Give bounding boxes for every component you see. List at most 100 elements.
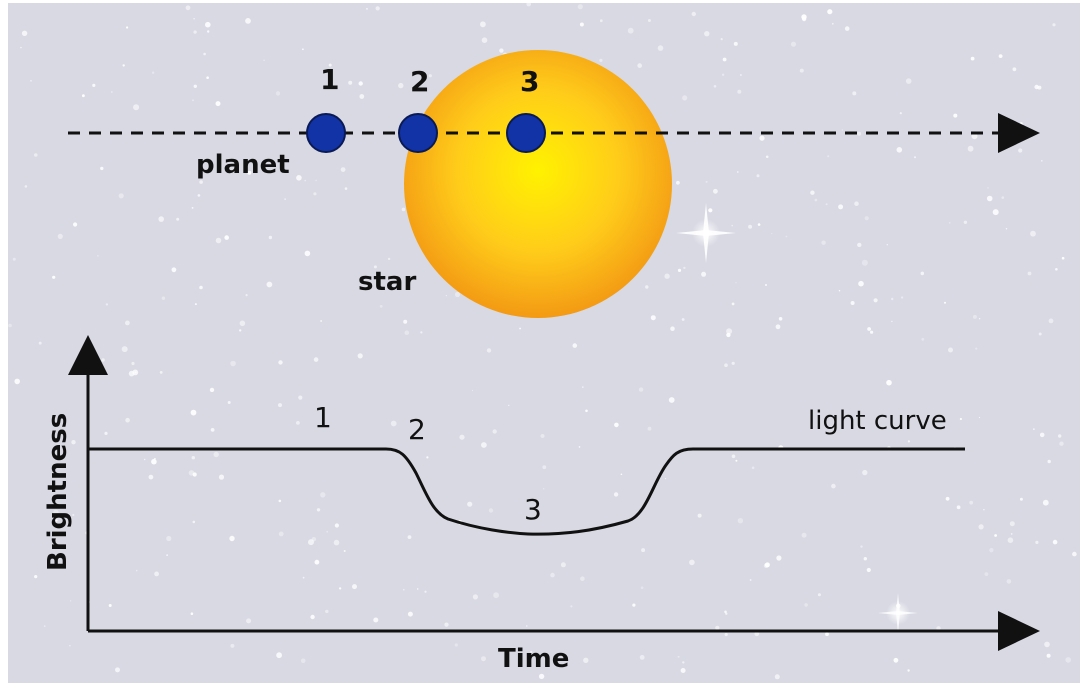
speckle [572, 343, 578, 348]
speckle [229, 535, 235, 542]
planet-position-1 [306, 113, 346, 153]
speckle [185, 5, 191, 11]
speckle [740, 74, 742, 76]
speckle [205, 21, 211, 28]
speckle [302, 48, 304, 51]
speckle [227, 401, 231, 404]
speckle [731, 454, 736, 459]
speckle [404, 330, 410, 336]
speckle [749, 579, 752, 581]
speckle [756, 174, 760, 178]
speckle [304, 179, 307, 182]
speckle [230, 643, 235, 648]
speckle [799, 68, 804, 73]
speckle [171, 267, 177, 273]
x-axis-arrowhead [998, 611, 1040, 651]
speckle [765, 284, 767, 286]
speckle [841, 129, 844, 131]
speckle [583, 657, 589, 663]
speckle [278, 360, 283, 365]
speckle [373, 265, 377, 269]
speckle [105, 303, 109, 306]
speckle [197, 194, 201, 197]
speckle [891, 297, 894, 301]
speckle [1072, 551, 1077, 557]
speckle [445, 295, 447, 297]
speckle [92, 83, 96, 87]
speckle [735, 282, 737, 284]
speckle [308, 539, 314, 546]
speckle [526, 625, 528, 627]
speckle [677, 655, 680, 658]
speckle [526, 3, 531, 7]
speckle [126, 26, 129, 29]
speckle [708, 208, 713, 213]
speckle [978, 524, 984, 530]
speckle [1019, 497, 1023, 501]
speckle [705, 180, 708, 183]
speckle [192, 520, 196, 524]
light-curve-label: light curve [808, 406, 947, 436]
speckle [838, 204, 844, 210]
speckle [333, 539, 340, 546]
speckle [983, 509, 985, 511]
speckle [133, 104, 140, 111]
speckle [975, 347, 978, 350]
speckle [366, 8, 368, 10]
speckle [992, 209, 999, 216]
speckle [12, 257, 16, 261]
light-curve-point-3-label: 3 [524, 493, 542, 526]
speckle [454, 291, 461, 298]
speckle [14, 378, 20, 385]
speckle [790, 41, 797, 47]
speckle [645, 285, 649, 289]
speckle [403, 588, 405, 591]
speckle [825, 203, 828, 206]
speckle [210, 428, 215, 432]
speckle [454, 643, 458, 647]
speckle [193, 30, 197, 34]
speckle [304, 250, 311, 257]
speckle [921, 337, 925, 341]
speckle [481, 442, 487, 448]
speckle [34, 153, 38, 157]
speckle [907, 440, 911, 443]
speckle [125, 320, 130, 326]
speckle [825, 632, 829, 637]
speckle [191, 456, 195, 460]
speckle [677, 268, 682, 272]
speckle [481, 656, 486, 662]
speckle [21, 30, 28, 36]
speckle [578, 446, 581, 448]
speckle [313, 192, 317, 196]
speckle [1059, 441, 1064, 446]
speckle [53, 509, 59, 515]
speckle [959, 417, 963, 421]
speckle [325, 609, 329, 614]
speckle [1048, 318, 1054, 324]
speckle [302, 576, 305, 579]
speckle [191, 207, 194, 209]
speckle [1039, 432, 1045, 438]
speckle [1042, 499, 1049, 506]
speckle [1055, 268, 1058, 271]
speckle [540, 434, 545, 438]
speckle [403, 319, 408, 324]
speckle [8, 323, 12, 328]
speckle [192, 99, 194, 102]
speckle [978, 318, 981, 320]
speckle [190, 409, 197, 416]
speckle [970, 56, 975, 61]
speckle [352, 584, 357, 590]
speckle [664, 478, 667, 480]
speckle [801, 16, 807, 22]
speckle [748, 224, 753, 229]
speckle [154, 457, 156, 460]
speckle [161, 296, 166, 300]
speckle [731, 302, 735, 306]
speckle [209, 387, 215, 393]
speckle [314, 559, 320, 565]
speckle [914, 156, 916, 159]
speckle [121, 346, 128, 353]
speckle [873, 298, 878, 303]
